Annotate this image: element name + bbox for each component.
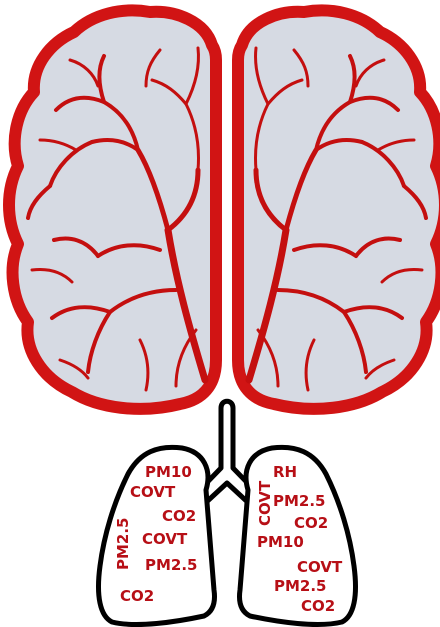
label-right-pm25-2: PM2.5	[274, 577, 327, 595]
brain-icon	[9, 10, 440, 408]
label-right-rh: RH	[273, 463, 297, 481]
label-left-pm10: PM10	[145, 463, 192, 481]
brain-left-hemisphere	[9, 10, 216, 408]
brain-right-hemisphere	[238, 10, 440, 408]
label-right-pm25-1: PM2.5	[273, 492, 326, 510]
label-right-co2-1: CO2	[294, 514, 328, 532]
label-right-covt-2: COVT	[297, 558, 343, 576]
label-left-covt-2: COVT	[142, 530, 188, 548]
label-left-co2-2: CO2	[120, 587, 154, 605]
label-right-pm10: PM10	[257, 533, 304, 551]
label-left-pm25-vertical: PM2.5	[114, 518, 132, 571]
label-left-co2-1: CO2	[162, 507, 196, 525]
label-left-pm25-2: PM2.5	[145, 556, 198, 574]
label-left-covt-1: COVT	[130, 483, 176, 501]
label-right-co2-2: CO2	[301, 597, 335, 615]
label-right-covt-vertical: COVT	[256, 480, 274, 526]
